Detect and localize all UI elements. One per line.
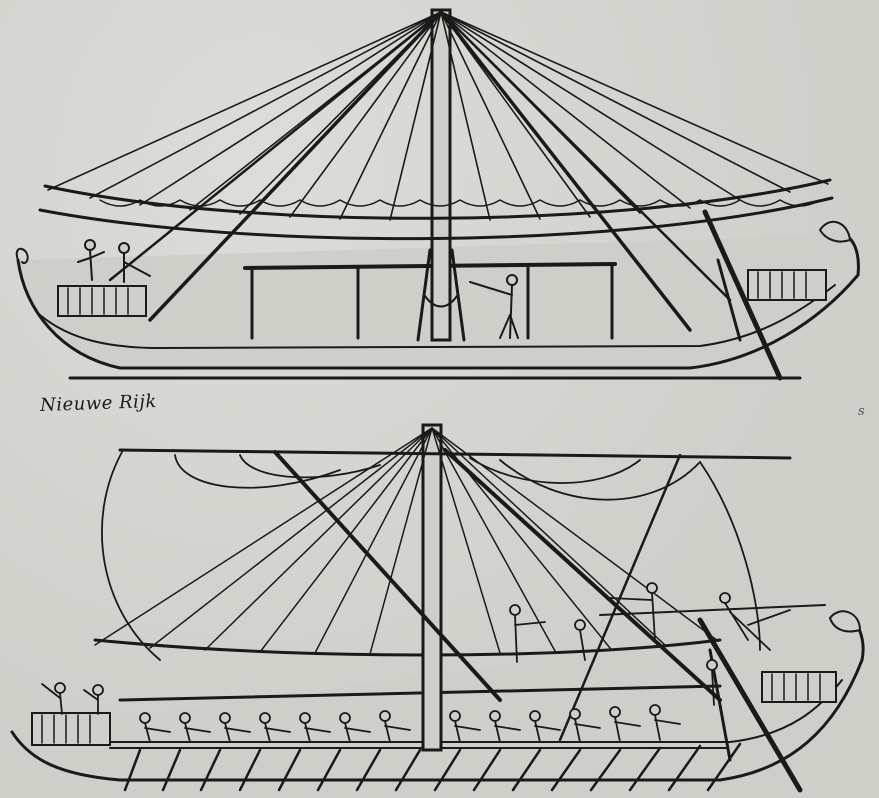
lower-ship	[10, 423, 865, 793]
corner-mark: s	[858, 404, 865, 419]
caption-text: Nieuwe Rijk	[39, 390, 158, 417]
upper-ship	[15, 8, 860, 381]
